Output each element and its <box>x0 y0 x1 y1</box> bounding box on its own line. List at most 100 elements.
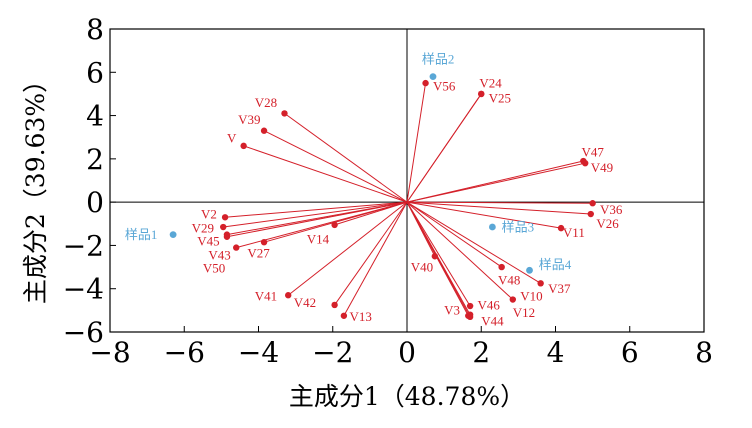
x-tick-label: 4 <box>547 336 565 369</box>
loading-label-v36: V36 <box>600 202 623 217</box>
y-tick-label: 4 <box>86 100 104 133</box>
loading-point-v10 <box>509 296 517 303</box>
sample-label-1: 样品1 <box>125 227 158 242</box>
loading-point-v14 <box>331 221 338 229</box>
loading-label-v3: V3 <box>444 303 460 318</box>
x-tick-label: 8 <box>695 336 713 369</box>
loading-vector-v36 <box>406 201 593 204</box>
loading-label-v12: V12 <box>513 305 535 320</box>
loading-vector-v29 <box>223 201 408 228</box>
loading-point-v56 <box>422 79 429 87</box>
loading-vector-v39 <box>263 130 408 203</box>
y-tick-label: 6 <box>86 56 104 89</box>
loading-label-v13: V13 <box>349 309 371 324</box>
x-tick-label: 6 <box>621 336 639 369</box>
loading-label-v14: V14 <box>307 231 330 246</box>
loading-label-v37: V37 <box>548 281 571 296</box>
loading-point-v49 <box>582 159 589 167</box>
loading-point-v42 <box>331 301 338 309</box>
loading-vectors <box>223 83 593 318</box>
x-axis-title: 主成分1（48.78%） <box>289 382 525 411</box>
loading-label-v39: V39 <box>238 112 260 127</box>
loading-label-v45: V45 <box>197 233 219 248</box>
loading-label-v42: V42 <box>294 295 316 310</box>
loading-label-v26: V26 <box>596 216 619 231</box>
loading-point-v2 <box>221 214 229 221</box>
loading-vector-v25 <box>406 93 482 203</box>
loading-vector-v11 <box>406 201 562 229</box>
loading-vector-v50 <box>226 201 408 238</box>
loading-point-v46 <box>466 302 474 310</box>
loading-vector-v56 <box>406 83 427 203</box>
loading-point-v44 <box>466 313 474 321</box>
loading-label-v29: V29 <box>192 220 214 235</box>
loading-label-v40: V40 <box>411 259 433 274</box>
loading-vector-v44 <box>406 201 471 318</box>
loading-vector-v14 <box>334 201 408 226</box>
x-tick-label: 0 <box>398 336 416 369</box>
loading-label-v: V <box>227 131 237 146</box>
loading-label-v47: V47 <box>581 145 604 160</box>
loading-point-v37 <box>537 280 544 287</box>
loading-label-v50: V50 <box>203 260 225 275</box>
loading-label-v41: V41 <box>255 289 277 304</box>
sample-point-1 <box>169 231 177 239</box>
y-tick-label: 0 <box>86 186 104 219</box>
y-tick-label: 8 <box>86 13 104 46</box>
loading-point-v26 <box>587 210 594 218</box>
y-tick-label: −6 <box>63 316 104 349</box>
sample-label-2: 样品2 <box>422 52 455 67</box>
loading-point-v25 <box>478 90 485 98</box>
y-tick-label: −4 <box>63 273 104 306</box>
loading-point-v39 <box>260 127 268 134</box>
loading-vector-v46 <box>406 201 471 307</box>
loading-vector-v41 <box>287 201 408 296</box>
sample-label-4: 样品4 <box>539 257 572 272</box>
loading-point-v48 <box>498 263 505 271</box>
sample-point-4 <box>526 266 533 274</box>
sample-point-3 <box>488 223 496 231</box>
loading-point-v41 <box>285 292 292 299</box>
sample-point-2 <box>429 73 437 81</box>
loading-point-v50 <box>223 233 231 240</box>
y-tick-label: 2 <box>86 143 104 176</box>
loading-point-v40 <box>431 253 439 260</box>
loading-vector-v37 <box>406 201 541 284</box>
loading-vector-v26 <box>406 201 591 215</box>
sample-label-3: 样品3 <box>502 219 535 234</box>
loading-label-v27: V27 <box>247 245 270 260</box>
loading-point-v27 <box>260 238 268 246</box>
x-tick-label: −6 <box>164 336 205 369</box>
loading-vector-v48 <box>406 201 502 268</box>
x-tick-label: 2 <box>472 336 490 369</box>
loading-label-v49: V49 <box>591 160 613 175</box>
loading-label-v25: V25 <box>489 91 511 106</box>
loading-point-v13 <box>340 312 348 319</box>
loading-vector-v49 <box>406 162 586 203</box>
loading-label-v11: V11 <box>563 225 585 240</box>
loading-point-v28 <box>281 110 288 117</box>
sample-points: 样品1 样品2 样品3 样品4 <box>125 52 572 274</box>
loading-point-v43 <box>233 244 240 251</box>
loading-point-v <box>240 142 247 150</box>
loading-point-v11 <box>557 224 565 232</box>
loading-label-v10: V10 <box>520 289 542 304</box>
loading-label-v46: V46 <box>478 297 501 312</box>
y-axis-ticks: −6 −4 −2 0 2 4 6 8 <box>63 13 116 349</box>
y-tick-label: −2 <box>63 229 104 262</box>
y-axis-title: 主成分2（39.63%） <box>21 68 50 304</box>
loading-vector-v13 <box>343 201 408 317</box>
loading-label-v43: V43 <box>208 247 230 262</box>
loading-vector-v42 <box>334 201 408 306</box>
loading-vector-v10 <box>406 201 514 300</box>
loading-vector-v28 <box>284 113 408 203</box>
loading-label-v24: V24 <box>479 75 502 90</box>
loading-vector-v <box>243 145 408 203</box>
loading-label-v56: V56 <box>433 79 456 94</box>
loading-point-v29 <box>220 223 227 231</box>
loading-point-v36 <box>589 200 596 207</box>
x-tick-label: −8 <box>89 336 130 369</box>
